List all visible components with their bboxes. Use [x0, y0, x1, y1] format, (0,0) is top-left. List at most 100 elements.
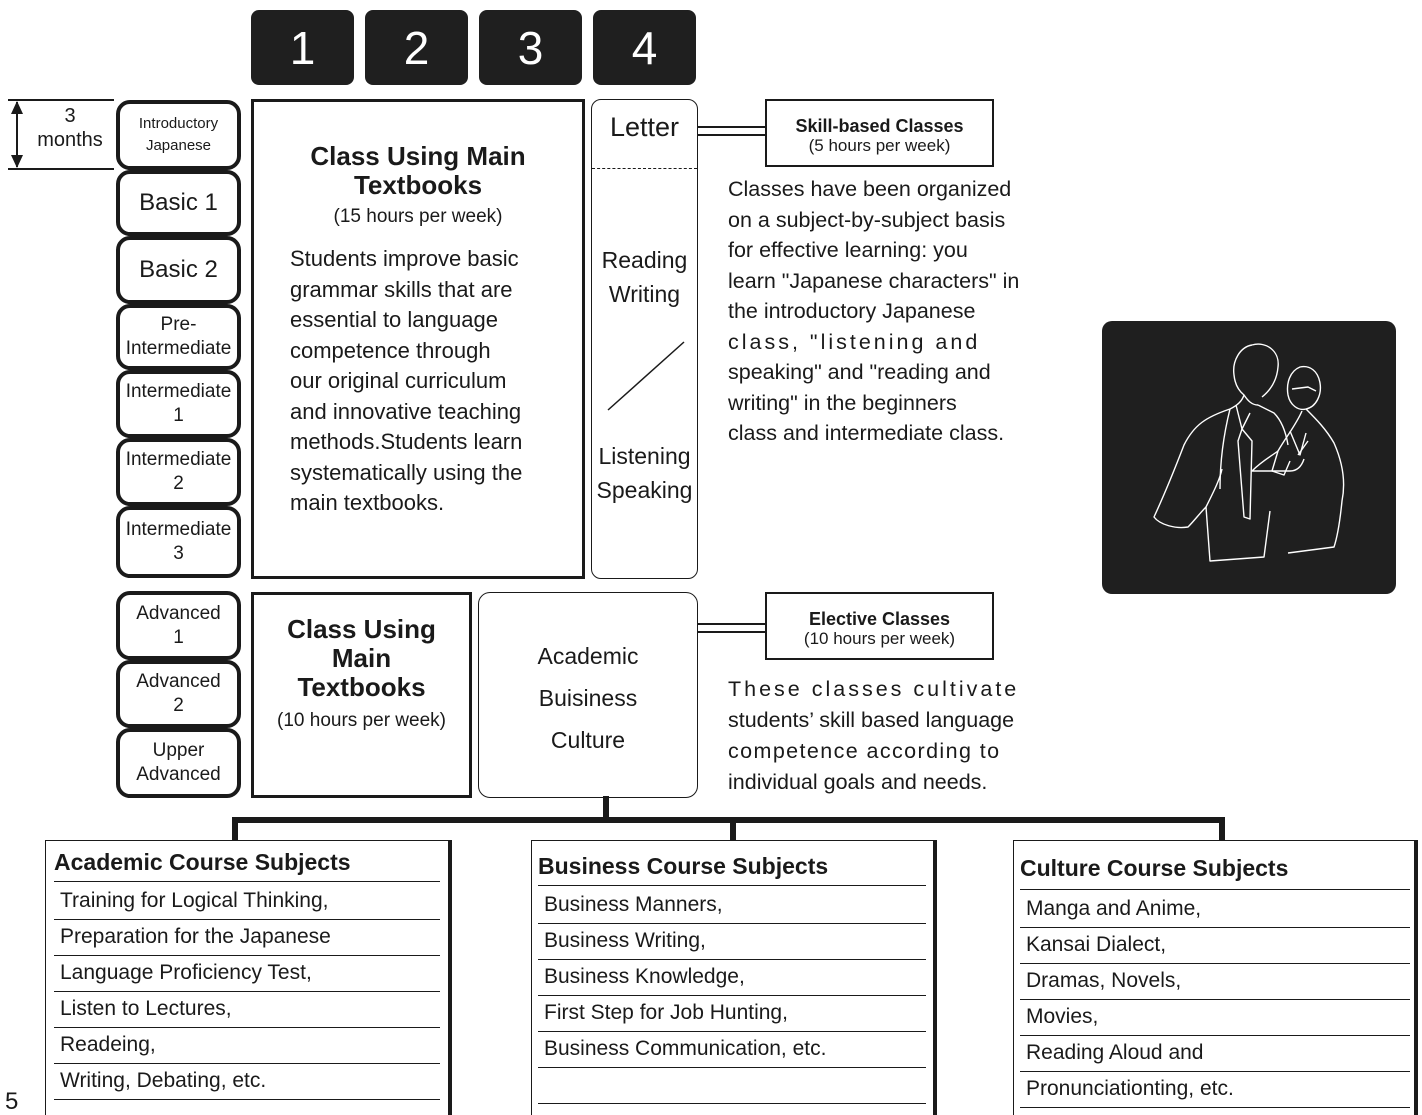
skill-writing: Writing: [608, 281, 681, 307]
culture-title-rule: [1020, 889, 1410, 890]
level-pre-intermediate: Pre-Intermediate: [116, 304, 241, 370]
duration-label: 3 months: [25, 104, 115, 152]
level-line: Advanced: [136, 671, 221, 693]
advanced-class-title: Textbooks: [297, 672, 426, 702]
level-line: Intermediate: [125, 381, 232, 403]
subject-tree-connector: [232, 796, 1225, 840]
main-textbook-class-box: Class Using Main Textbooks (15 hours per…: [251, 99, 585, 579]
skill-based-text: writing" in the beginners: [728, 390, 957, 415]
skill-listening: Listening: [598, 443, 691, 469]
elective-text: competence according to: [728, 739, 1001, 763]
skill-based-hours: (5 hours per week): [808, 136, 951, 155]
culture-subject-item: Reading Aloud and: [1020, 1036, 1410, 1072]
skill-reading: Reading: [601, 247, 688, 273]
skill-based-text: speaking" and "reading and: [728, 360, 991, 384]
academic-subjects-title: Academic Course Subjects: [54, 849, 351, 875]
academic-subjects-panel: Academic Course Subjects Training for Lo…: [45, 840, 452, 1115]
level-line: Pre-: [160, 314, 197, 336]
elective-classes-box: Elective Classes (10 hours per week): [765, 592, 994, 660]
column-tab-1: 1: [251, 10, 354, 85]
culture-subjects-title: Culture Course Subjects: [1020, 855, 1289, 881]
column-tab-3: 3: [479, 10, 582, 85]
advanced-class-title: Main: [331, 643, 392, 673]
business-subject-item: [538, 1068, 926, 1104]
skills-divider: [592, 168, 697, 169]
business-people-image: [1102, 321, 1396, 594]
main-class-title: Class Using Main: [310, 141, 526, 171]
business-subject-item: Business Communication, etc.: [538, 1032, 926, 1068]
academic-subject-item: Language Proficiency Test,: [54, 956, 440, 992]
level-line: Basic 2: [139, 256, 218, 284]
level-line: 3: [173, 543, 184, 564]
culture-subject-item: Dramas, Novels,: [1020, 964, 1410, 1000]
advanced-class-title: Class Using: [287, 614, 436, 644]
business-subjects-title: Business Course Subjects: [538, 853, 829, 879]
main-class-hours: (15 hours per week): [333, 206, 503, 227]
main-class-text: systematically using the: [290, 459, 523, 485]
culture-subjects-panel: Culture Course Subjects Manga and Anime,…: [1013, 840, 1418, 1115]
skill-based-text: for effective learning: you: [728, 238, 968, 262]
level-line: Intermediate: [125, 449, 232, 471]
skill-reading-writing: Reading Writing: [591, 243, 698, 311]
advanced-class-hours: (10 hours per week): [277, 710, 446, 731]
culture-subject-item: Pronunciationting, etc.: [1020, 1072, 1410, 1108]
academic-subject-item: Writing, Debating, etc.: [54, 1064, 440, 1100]
business-subject-item: Business Knowledge,: [538, 960, 926, 996]
skill-based-text: on a subject-by-subject basis: [728, 207, 1006, 232]
elective-areas-box: Academic Buisiness Culture: [478, 592, 698, 798]
main-class-text: our original curriculum: [290, 368, 507, 393]
elective-title: Elective Classes: [808, 609, 951, 629]
skill-slash: [607, 341, 685, 411]
skill-based-text: class, "listening and: [728, 329, 981, 354]
main-class-text: Students improve basic: [290, 246, 519, 271]
skill-based-text: learn "Japanese characters" in: [728, 268, 1020, 293]
culture-subject-item: Kansai Dialect,: [1020, 928, 1410, 964]
elective-hours: (10 hours per week): [803, 629, 956, 648]
main-class-text: methods.Students learn: [290, 429, 523, 454]
elective-area: Academic: [537, 643, 639, 669]
advanced-textbook-class-box: Class Using Main Textbooks (10 hours per…: [251, 592, 472, 798]
level-line: Upper: [152, 740, 205, 762]
level-basic-1: Basic 1: [116, 170, 241, 236]
culture-subject-item: Movies,: [1020, 1000, 1410, 1036]
elective-text: individual goals and needs.: [728, 770, 988, 794]
business-title-rule: [538, 885, 926, 886]
skill-listening-speaking: Listening Speaking: [591, 439, 698, 507]
elective-area: Culture: [550, 727, 626, 753]
main-class-title: Textbooks: [353, 170, 483, 200]
skills-column: [591, 99, 698, 579]
academic-title-rule: [54, 881, 440, 882]
elective-area: Buisiness: [538, 685, 638, 711]
level-line: Japanese: [145, 137, 212, 154]
business-subject-item: First Step for Job Hunting,: [538, 996, 926, 1032]
level-line: Advanced: [136, 764, 221, 785]
main-class-text: grammar skills that are: [290, 276, 513, 302]
level-line: 2: [173, 695, 184, 716]
level-line: Basic 1: [139, 189, 218, 217]
duration-bracket: [8, 99, 114, 170]
level-line: Advanced: [136, 602, 221, 624]
culture-subject-item: Manga and Anime,: [1020, 892, 1410, 928]
academic-subject-item: Readeing,: [54, 1028, 440, 1064]
academic-subject-item: Training for Logical Thinking,: [54, 884, 440, 920]
skill-based-description: Classes have been organized on a subject…: [728, 174, 1038, 449]
academic-subject-item: Listen to Lectures,: [54, 992, 440, 1028]
level-line: Intermediate: [125, 519, 232, 541]
level-line: Introductory: [138, 115, 219, 133]
skill-based-title: Skill-based Classes: [795, 116, 964, 136]
main-class-text: main textbooks.: [290, 490, 445, 515]
main-class-text: competence through: [290, 337, 491, 363]
duration-value: 3: [64, 105, 76, 127]
skill-based-text: class and intermediate class.: [728, 421, 1005, 445]
business-subject-item: Business Manners,: [538, 888, 926, 924]
main-class-text: and innovative teaching: [290, 398, 522, 424]
elective-connector: [697, 623, 767, 633]
skill-speaking: Speaking: [596, 477, 693, 503]
level-line: 1: [173, 405, 184, 426]
skill-letter: Letter: [609, 112, 680, 142]
